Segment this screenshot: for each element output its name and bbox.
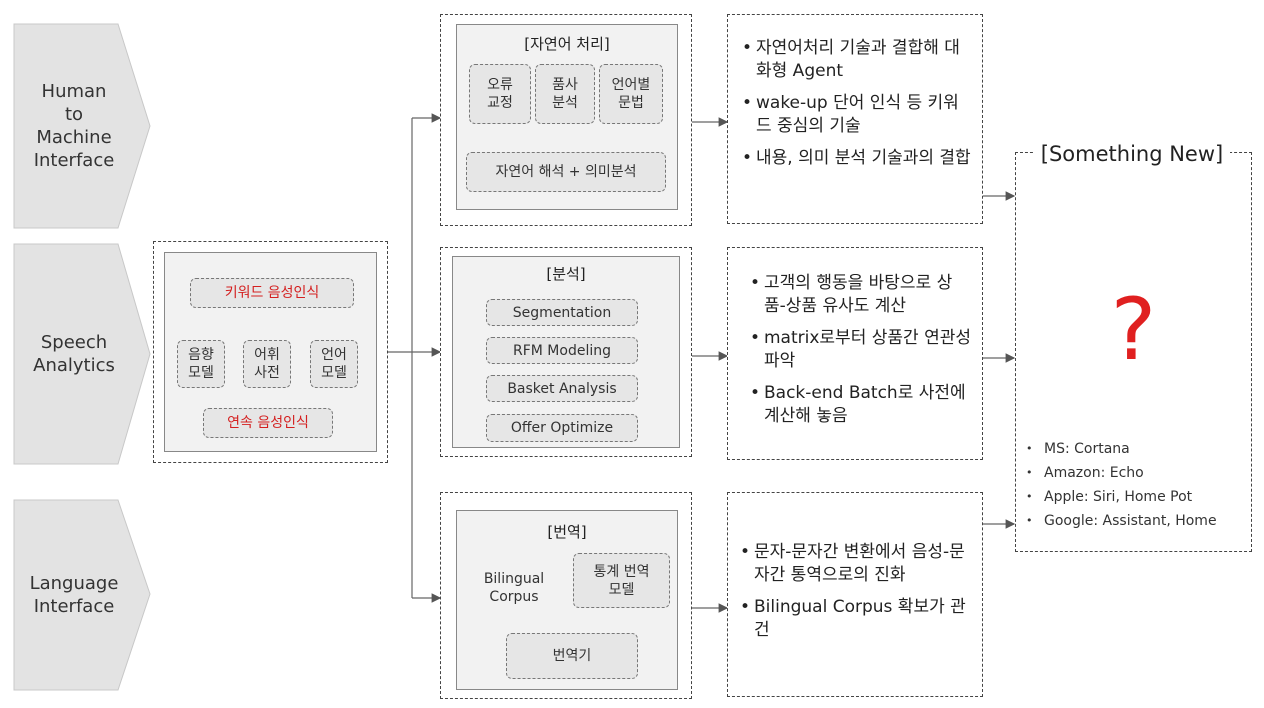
vocabulary-dictionary: 어휘 사전	[243, 340, 291, 388]
chevron-speech	[13, 243, 151, 465]
nlp-title: [자연어 처리]	[524, 35, 610, 53]
label-human-to-machine: Human to Machine Interface	[33, 81, 115, 171]
note-item: matrix로부터 상품간 연관성 파악	[750, 327, 972, 373]
step-basket-analysis: Basket Analysis	[486, 375, 638, 402]
note-item: 문자-문자간 변환에서 음성-문자간 통역으로의 진화	[740, 541, 972, 587]
note-item: 고객의 행동을 바탕으로 상품-상품 유사도 계산	[750, 272, 972, 318]
continuous-speech-recognition: 연속 음성인식	[203, 408, 333, 438]
note-item: 내용, 의미 분석 기술과의 결합	[742, 147, 972, 170]
keyword-speech-recognition: 키워드 음성인식	[190, 278, 354, 308]
note-item: 자연어처리 기술과 결합해 대화형 Agent	[742, 37, 972, 83]
product-list: MS: Cortana Amazon: Echo Apple: Siri, Ho…	[1022, 437, 1250, 533]
analysis-notes-box: 고객의 행동을 바탕으로 상품-상품 유사도 계산 matrix로부터 상품간 …	[727, 247, 983, 460]
step-segmentation: Segmentation	[486, 299, 638, 326]
note-item: wake-up 단어 인식 등 키워드 중심의 기술	[742, 92, 972, 138]
language-model: 언어 모델	[310, 340, 358, 388]
error-correction: 오류 교정	[469, 64, 531, 124]
bilingual-corpus: Bilingual Corpus	[483, 571, 545, 605]
nl-interpretation-semantic: 자연어 해석 + 의미분석	[466, 152, 666, 192]
list-item: Amazon: Echo	[1022, 461, 1250, 485]
step-rfm-modeling: RFM Modeling	[486, 337, 638, 364]
translation-notes-box: 문자-문자간 변환에서 음성-문자간 통역으로의 진화 Bilingual Co…	[727, 492, 983, 697]
label-speech-analytics: Speech Analytics	[33, 332, 115, 376]
question-mark-icon: ?	[1110, 280, 1157, 380]
pos-analysis: 품사 분석	[535, 64, 595, 124]
something-new-title: [Something New]	[1034, 140, 1230, 168]
translator: 번역기	[506, 633, 638, 679]
language-grammar: 언어별 문법	[599, 64, 663, 124]
statistical-translation-model: 통계 번역 모델	[573, 553, 670, 608]
list-item: MS: Cortana	[1022, 437, 1250, 461]
analysis-title: [분석]	[546, 265, 586, 283]
nlp-notes-box: 자연어처리 기술과 결합해 대화형 Agent wake-up 단어 인식 등 …	[727, 14, 983, 224]
note-item: Back-end Batch로 사전에 계산해 놓음	[750, 382, 972, 428]
chevron-language	[13, 499, 151, 691]
chevron-human-machine	[13, 23, 151, 229]
step-offer-optimize: Offer Optimize	[486, 414, 638, 442]
acoustic-model: 음향 모델	[177, 340, 225, 388]
list-item: Apple: Siri, Home Pot	[1022, 485, 1250, 509]
label-language-interface: Language Interface	[29, 573, 119, 617]
translation-title: [번역]	[547, 523, 587, 541]
note-item: Bilingual Corpus 확보가 관건	[740, 596, 972, 642]
list-item: Google: Assistant, Home	[1022, 509, 1250, 533]
